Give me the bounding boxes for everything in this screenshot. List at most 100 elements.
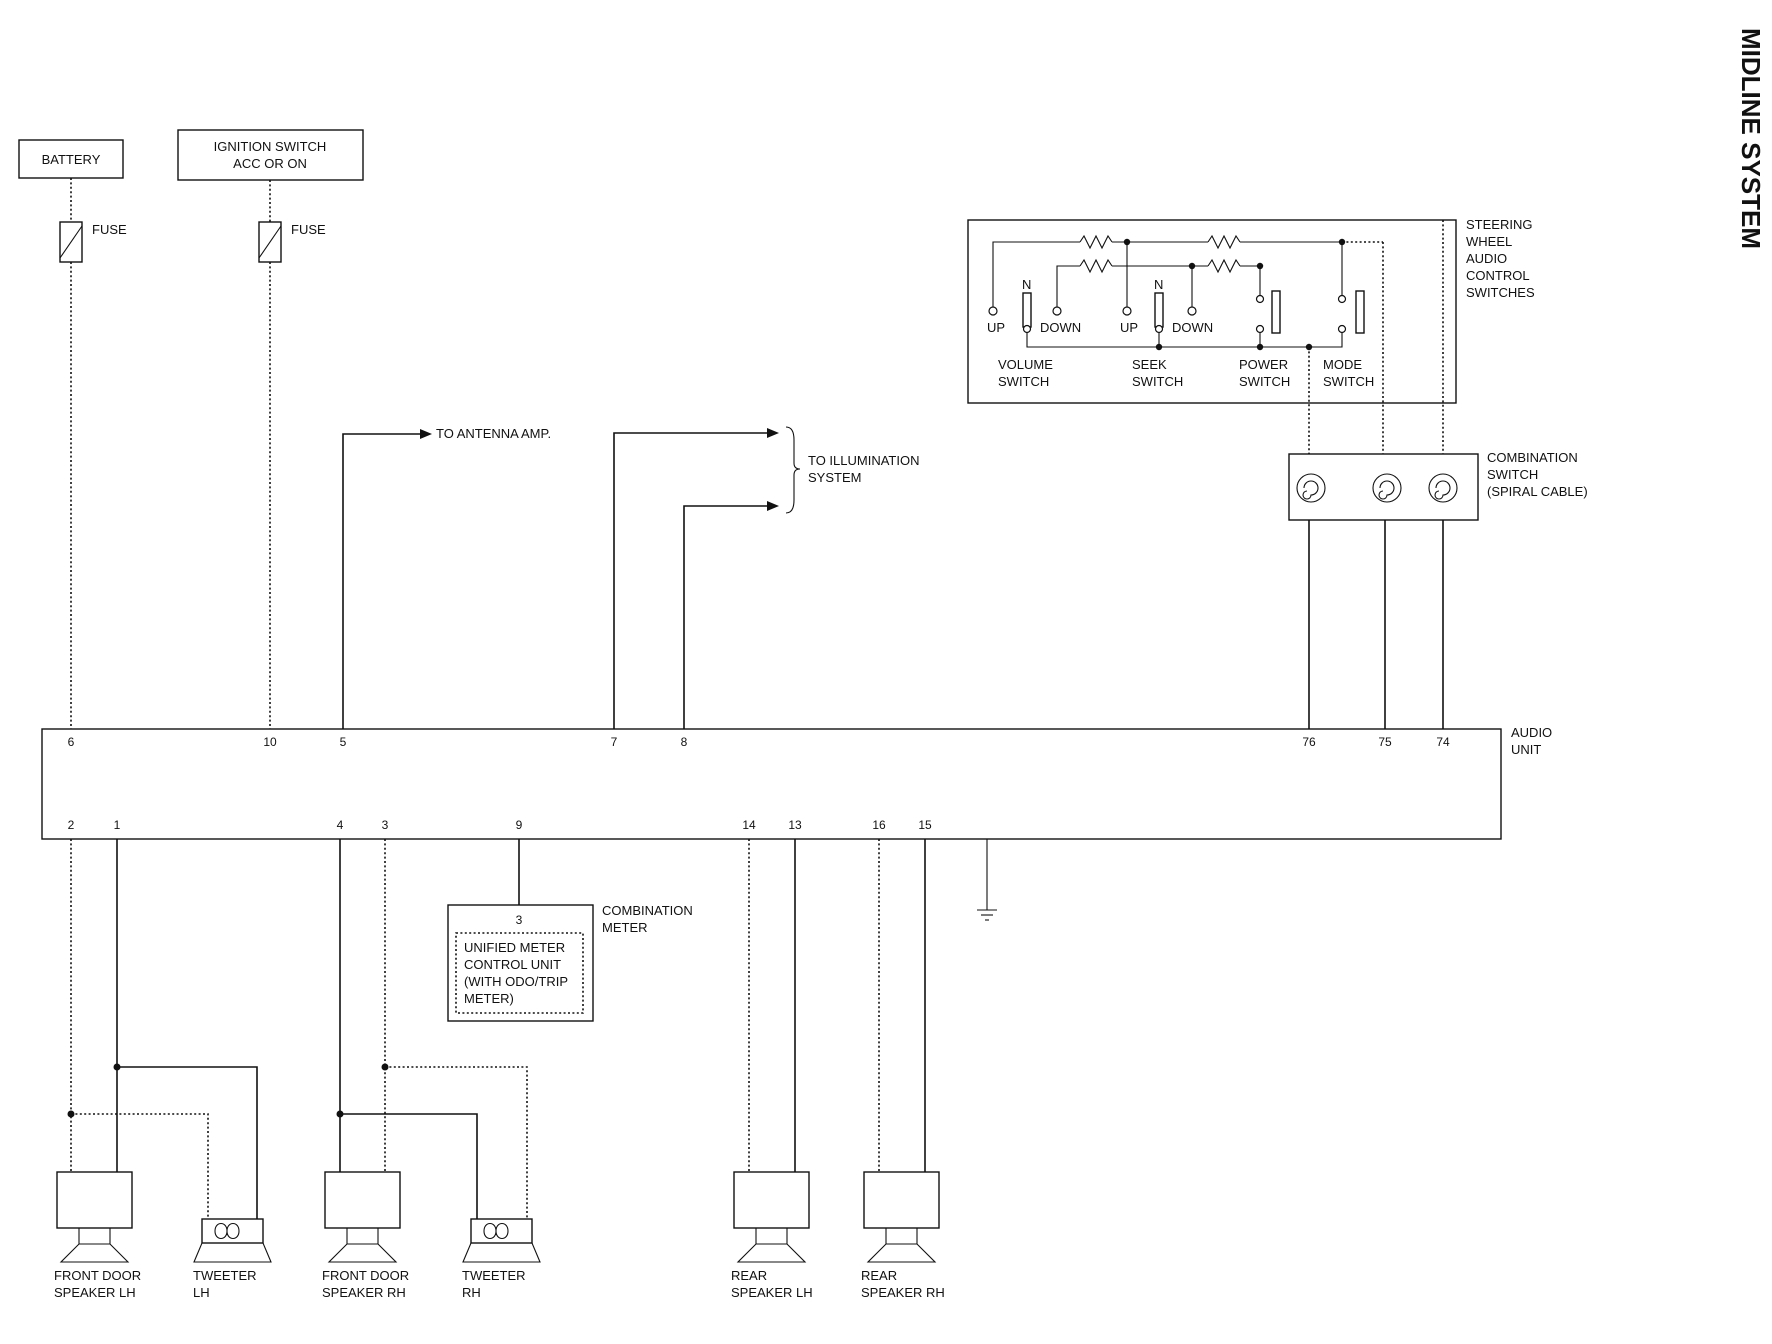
meter-pin-3: 3 (516, 913, 523, 927)
ignition-label-line2: ACC OR ON (233, 156, 307, 171)
pin-8: 8 (681, 735, 688, 749)
pin-2: 2 (68, 818, 75, 832)
front-door-speaker-lh-icon (56, 1171, 133, 1263)
combination-switch-label-2: SWITCH (1487, 467, 1538, 482)
resistor-icon (1207, 258, 1241, 274)
front-rh-label-2: SPEAKER RH (322, 1285, 406, 1300)
combination-meter-label-2: METER (602, 920, 648, 935)
tweeter-lh-label-1: TWEETER (193, 1268, 257, 1283)
seek-n-label: N (1154, 277, 1163, 292)
spiral-cable-icon (1428, 473, 1458, 503)
front-rh-wiring (336, 839, 528, 1219)
pin-76: 76 (1302, 735, 1316, 749)
rear-speaker-lh-icon (733, 1171, 810, 1263)
pin-1: 1 (114, 818, 121, 832)
resistor-icon (1079, 258, 1113, 274)
front-lh-label-2: SPEAKER LH (54, 1285, 136, 1300)
front-rh-label-1: FRONT DOOR (322, 1268, 409, 1283)
audio-unit: AUDIO UNIT 6 10 5 7 8 76 75 74 2 1 4 3 9… (41, 725, 1552, 840)
steering-wheel-switches: STEERING WHEEL AUDIO CONTROL SWITCHES (967, 217, 1535, 404)
power-switch-label-2: SWITCH (1239, 374, 1290, 389)
ground-icon (977, 839, 997, 921)
seek-down-label: DOWN (1172, 320, 1213, 335)
rear-lh-label-1: REAR (731, 1268, 767, 1283)
front-door-speaker-rh-icon (324, 1171, 401, 1263)
combination-meter: 3 UNIFIED METER CONTROL UNIT (WITH ODO/T… (447, 839, 693, 1022)
volume-switch-label-1: VOLUME (998, 357, 1053, 372)
pin-16: 16 (872, 818, 886, 832)
pin-9: 9 (516, 818, 523, 832)
volume-n-label: N (1022, 277, 1031, 292)
pin-14: 14 (742, 818, 756, 832)
battery-label: BATTERY (42, 152, 101, 167)
battery-fuse-label: FUSE (92, 222, 127, 237)
steering-title-1: STEERING (1466, 217, 1532, 232)
volume-switch-actuator (1022, 292, 1032, 328)
combination-switch-label-3: (SPIRAL CABLE) (1487, 484, 1588, 499)
volume-up-label: UP (987, 320, 1005, 335)
audio-unit-label-2: UNIT (1511, 742, 1541, 757)
meter-unit-line1: UNIFIED METER (464, 940, 565, 955)
steering-title-5: SWITCHES (1466, 285, 1535, 300)
illumination-wires: TO ILLUMINATION SYSTEM (613, 426, 919, 729)
pin-3: 3 (382, 818, 389, 832)
meter-unit-line2: CONTROL UNIT (464, 957, 561, 972)
mode-switch-label-2: SWITCH (1323, 374, 1374, 389)
rear-lh-label-2: SPEAKER LH (731, 1285, 813, 1300)
pin-75: 75 (1378, 735, 1392, 749)
combination-switch-label-1: COMBINATION (1487, 450, 1578, 465)
pin-15: 15 (918, 818, 932, 832)
seek-switch-actuator (1154, 292, 1164, 328)
volume-up-contact (988, 306, 998, 316)
power-switch-actuator (1271, 290, 1281, 334)
seek-switch-label-2: SWITCH (1132, 374, 1183, 389)
tweeter-rh-icon (462, 1218, 541, 1263)
combination-switch: COMBINATION SWITCH (SPIRAL CABLE) (1288, 450, 1588, 521)
tweeter-lh-icon (193, 1218, 272, 1263)
rear-lh-wiring (748, 839, 796, 1172)
resistor-icon (1207, 234, 1241, 250)
spiral-cable-wires (1308, 220, 1444, 729)
pin-7: 7 (611, 735, 618, 749)
audio-unit-label-1: AUDIO (1511, 725, 1552, 740)
seek-switch-label-1: SEEK (1132, 357, 1167, 372)
rear-rh-label-2: SPEAKER RH (861, 1285, 945, 1300)
pin-4: 4 (337, 818, 344, 832)
mode-switch-actuator (1355, 290, 1365, 334)
front-lh-wiring (67, 839, 258, 1219)
meter-unit-line3: (WITH ODO/TRIP (464, 974, 568, 989)
battery-source: BATTERY FUSE (18, 139, 127, 729)
mode-switch-label-1: MODE (1323, 357, 1362, 372)
volume-switch-label-2: SWITCH (998, 374, 1049, 389)
spiral-cable-icon (1296, 473, 1326, 503)
front-lh-label-1: FRONT DOOR (54, 1268, 141, 1283)
ignition-label-line1: IGNITION SWITCH (214, 139, 327, 154)
pin-13: 13 (788, 818, 802, 832)
illumination-label-line1: TO ILLUMINATION (808, 453, 919, 468)
volume-down-label: DOWN (1040, 320, 1081, 335)
pin-6: 6 (68, 735, 75, 749)
side-title: MIDLINE SYSTEM (1736, 28, 1766, 249)
steering-title-3: AUDIO (1466, 251, 1507, 266)
tweeter-rh-label-2: RH (462, 1285, 481, 1300)
seek-up-label: UP (1120, 320, 1138, 335)
rear-rh-wiring (878, 839, 926, 1172)
pin-10: 10 (263, 735, 277, 749)
antenna-label: TO ANTENNA AMP. (436, 426, 551, 441)
tweeter-rh-label-1: TWEETER (462, 1268, 526, 1283)
pin-74: 74 (1436, 735, 1450, 749)
antenna-wire: TO ANTENNA AMP. (342, 426, 551, 729)
volume-down-contact (1052, 306, 1062, 316)
spiral-cable-icon (1372, 473, 1402, 503)
ignition-source: IGNITION SWITCH ACC OR ON FUSE (177, 129, 364, 729)
seek-down-contact (1187, 306, 1197, 316)
rear-speaker-rh-icon (863, 1171, 940, 1263)
steering-title-2: WHEEL (1466, 234, 1512, 249)
illumination-label-line2: SYSTEM (808, 470, 861, 485)
steering-title-4: CONTROL (1466, 268, 1530, 283)
power-switch-label-1: POWER (1239, 357, 1288, 372)
tweeter-lh-label-2: LH (193, 1285, 210, 1300)
seek-up-contact (1122, 306, 1132, 316)
meter-unit-line4: METER) (464, 991, 514, 1006)
